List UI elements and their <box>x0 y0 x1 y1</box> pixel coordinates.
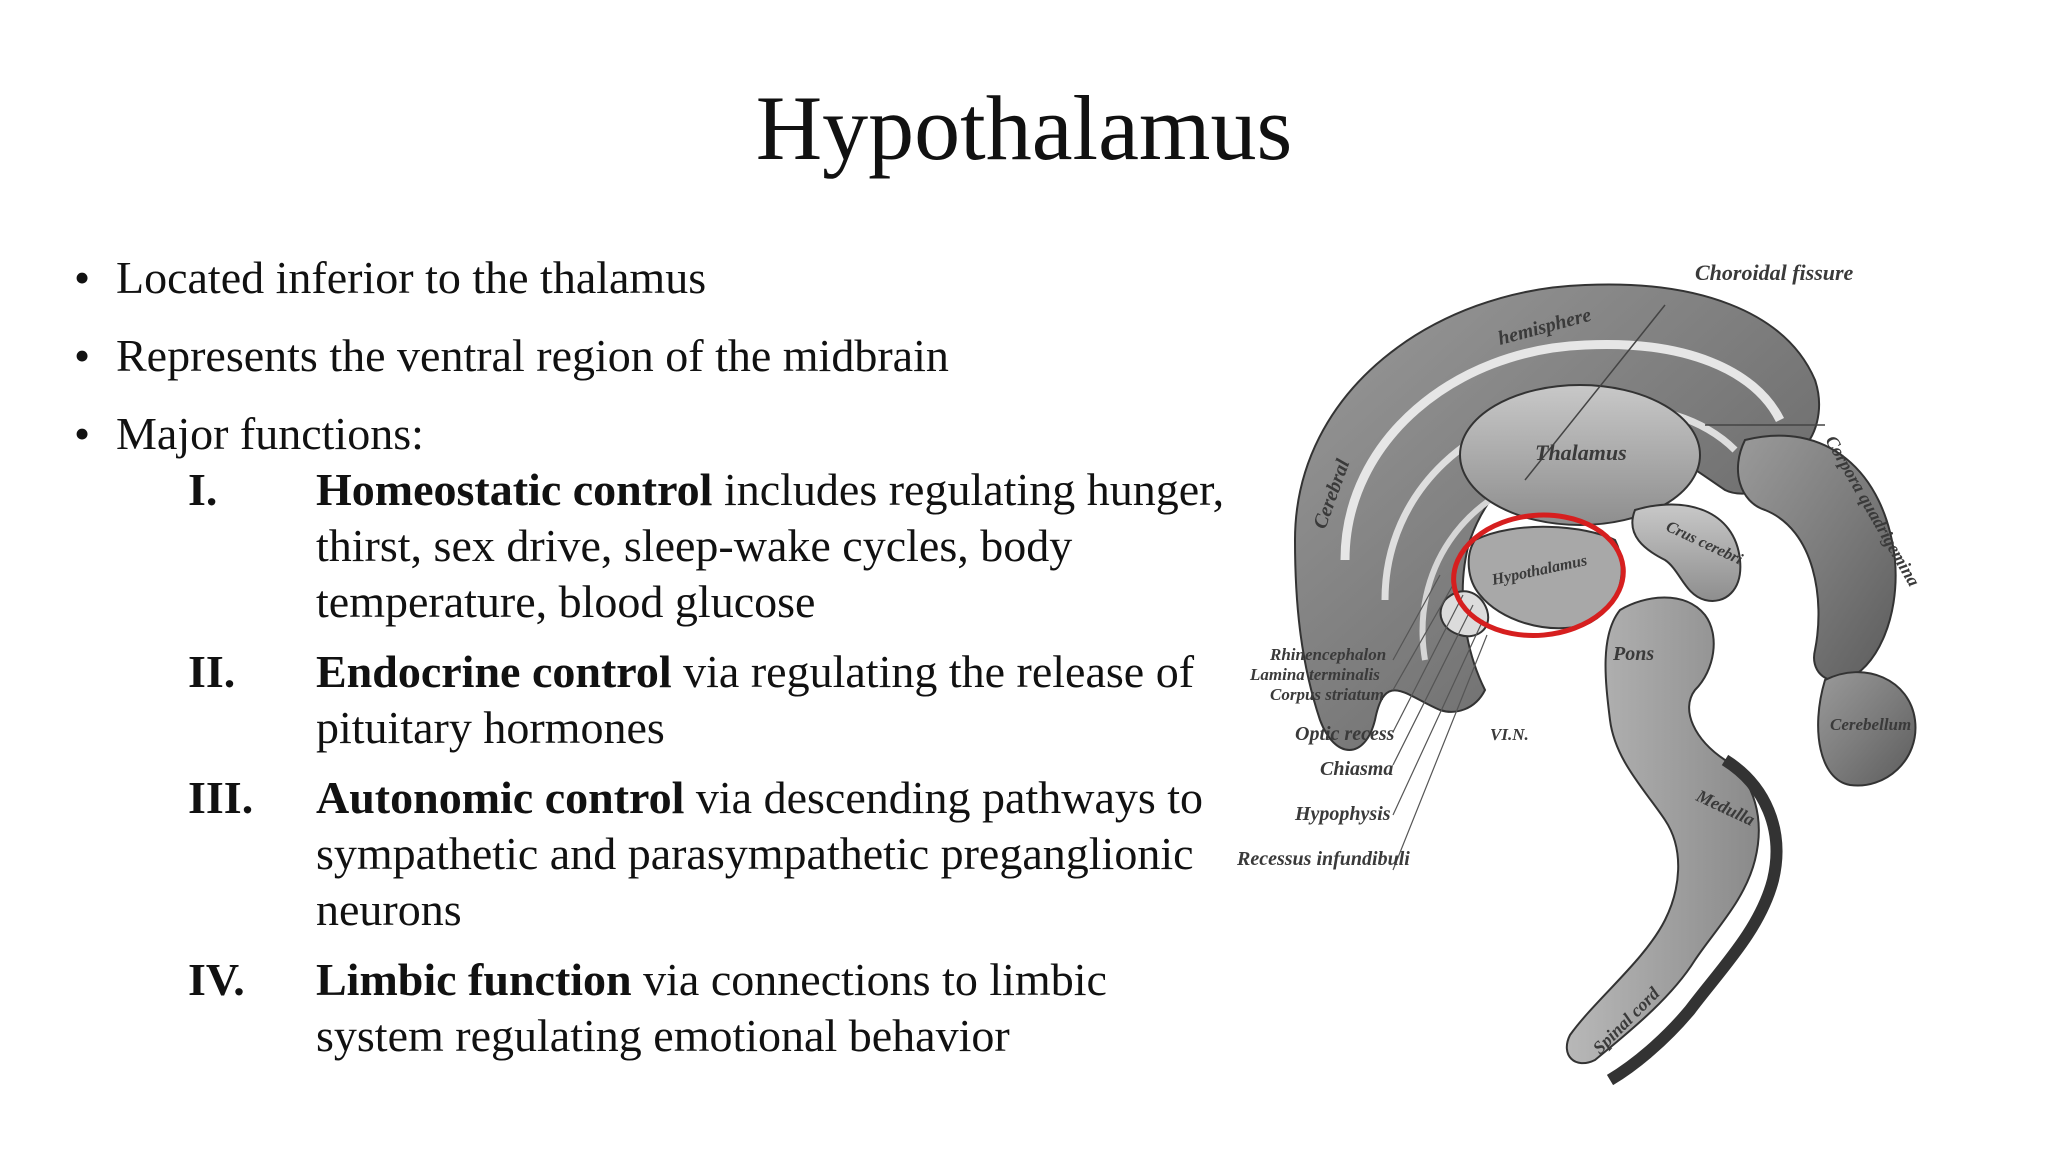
bullet-dot: • <box>74 330 91 381</box>
optic-structure <box>1439 590 1490 638</box>
leader-line <box>1392 634 1488 871</box>
function-desc: via descending pathways to sympathetic a… <box>316 772 1204 935</box>
label-recessus-infundibuli: Recessus infundibuli <box>1236 848 1410 870</box>
hemisphere-fold <box>1340 339 1785 561</box>
function-item: IV. Limbic function via connections to li… <box>188 952 1228 1064</box>
corpora-quadrigemina-shape <box>1736 434 1897 682</box>
function-title: Homeostatic control <box>316 464 713 515</box>
function-title: Limbic function <box>316 954 632 1005</box>
bullet-list: • Located inferior to the thalamus • Repre… <box>74 250 1224 1086</box>
leader-line <box>1392 584 1454 691</box>
label-vi-n: VI.N. <box>1490 725 1529 744</box>
bullet-dot: • <box>74 408 91 459</box>
label-chiasma: Chiasma <box>1320 758 1393 780</box>
function-numeral: IV. <box>188 954 245 1005</box>
function-desc: includes regulating hunger, thirst, sex … <box>316 464 1225 627</box>
bullet-dot: • <box>74 252 91 303</box>
leader-line <box>1392 619 1484 816</box>
label-hypophysis: Hypophysis <box>1294 803 1391 825</box>
function-numeral: III. <box>188 772 254 823</box>
leader-line <box>1392 594 1464 733</box>
crus-cerebri-shape <box>1631 503 1742 602</box>
label-lamina-terminalis: Lamina terminalis <box>1249 665 1380 684</box>
label-cerebellum: Cerebellum <box>1830 715 1911 734</box>
label-thalamus: Thalamus <box>1535 440 1627 465</box>
function-item: I. Homeostatic control includes regulatin… <box>188 462 1228 630</box>
label-rhinencephalon: Rhinencephalon <box>1269 645 1386 664</box>
function-title: Autonomic control <box>316 772 685 823</box>
function-item: III. Autonomic control via descending pat… <box>188 770 1228 938</box>
label-corpus-striatum: Corpus striatum <box>1270 685 1384 704</box>
choroidal-fissure-line <box>1524 304 1666 481</box>
bullet-item: • Represents the ventral region of the mi… <box>74 328 1224 384</box>
label-choroidal-fissure: Choroidal fissure <box>1695 260 1854 285</box>
function-numeral: II. <box>188 646 236 697</box>
bullet-text: Major functions: <box>116 408 424 459</box>
leader-line <box>1392 574 1441 661</box>
bullet-text: Represents the ventral region of the mid… <box>116 330 949 381</box>
brain-illustration: Choroidal fissure hemisphere Cerebral Th… <box>1225 240 1925 1120</box>
brainstem-dark-edge <box>1606 754 1783 1086</box>
leader-line <box>1392 604 1474 766</box>
function-desc: via connections to limbic system regulat… <box>316 954 1107 1061</box>
function-title: Endocrine control <box>316 646 672 697</box>
label-optic-recess: Optic recess <box>1295 723 1395 745</box>
slide-title: Hypothalamus <box>755 77 1293 179</box>
function-item: II. Endocrine control via regulating the … <box>188 644 1228 756</box>
thalamus-shape <box>1459 384 1701 526</box>
function-desc: via regulating the release of pituitary … <box>316 646 1195 753</box>
brainstem-shape <box>1565 596 1760 1065</box>
brain-diagram-svg: Choroidal fissure hemisphere Cerebral Th… <box>1236 260 1924 1086</box>
bullet-item: •Major functions: I.Homeostatic control … <box>74 406 1224 1064</box>
cerebellum-shape <box>1817 671 1917 787</box>
functions-list: I. Homeostatic control includes regulatin… <box>188 462 1228 1064</box>
bullet-item: • Located inferior to the thalamus <box>74 250 1224 306</box>
function-numeral: I. <box>188 464 218 515</box>
hypothalamus-highlight-circle <box>1451 512 1626 639</box>
label-pons: Pons <box>1612 643 1654 665</box>
bullet-text: Located inferior to the thalamus <box>116 252 707 303</box>
